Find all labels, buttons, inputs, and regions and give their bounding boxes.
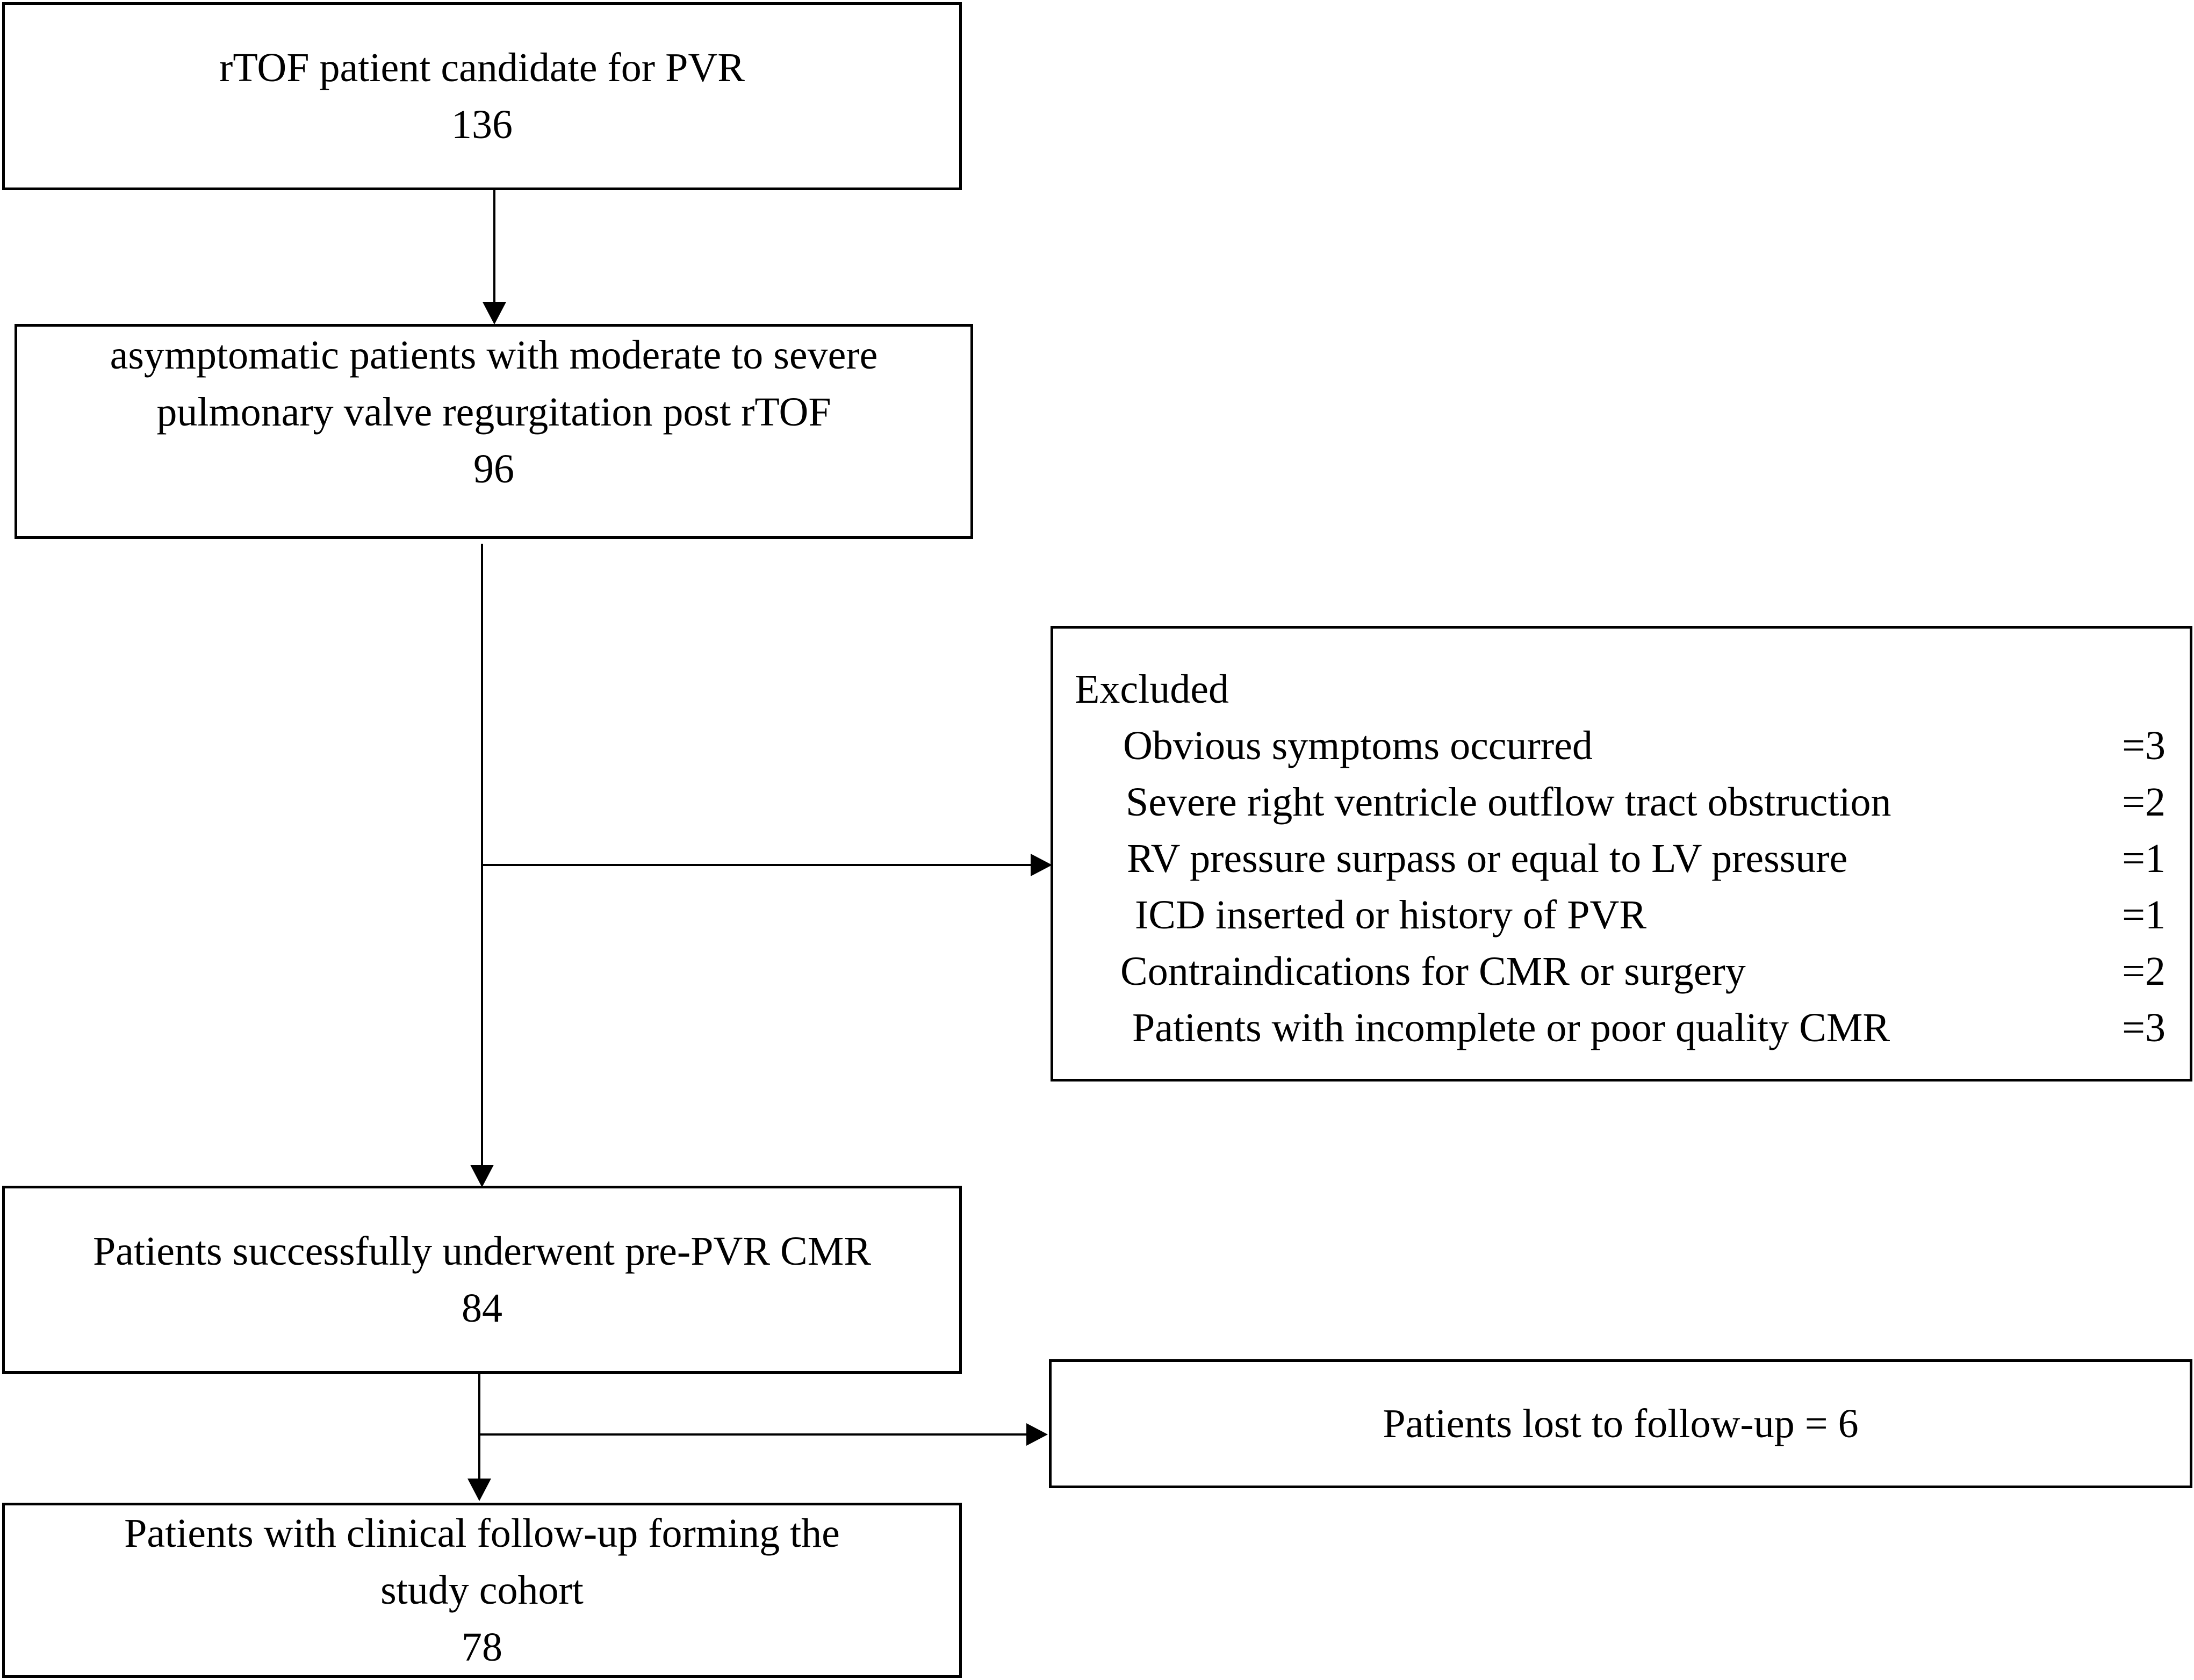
excluded-count-4: =1: [2122, 892, 2166, 938]
asymptomatic-count: 96: [473, 446, 514, 492]
excluded-count-6: =3: [2122, 1005, 2166, 1050]
candidates-box: rTOF patient candidate for PVR 136: [2, 2, 962, 190]
excluded-count-3: =1: [2122, 836, 2166, 881]
arrowhead-asymptomatic: [483, 302, 506, 325]
candidates-count: 136: [451, 102, 513, 147]
excluded-reason-4: ICD inserted or history of PVR: [1135, 892, 1647, 938]
arrowhead-cmr: [470, 1165, 494, 1187]
asymptomatic-line2: pulmonary valve regurgitation post rTOF: [156, 390, 831, 435]
cmr-label: Patients successfully underwent pre-PVR …: [92, 1229, 872, 1274]
excluded-count-1: =3: [2122, 723, 2166, 768]
excluded-reason-6: Patients with incomplete or poor quality…: [1132, 1005, 1890, 1050]
cohort-count: 78: [462, 1625, 502, 1670]
arrowhead-excluded: [1031, 854, 1052, 876]
excluded-reason-1: Obvious symptoms occurred: [1123, 723, 1593, 768]
excluded-reason-3: RV pressure surpass or equal to LV press…: [1127, 836, 1848, 881]
candidates-label: rTOF patient candidate for PVR: [219, 45, 745, 90]
excluded-box: Excluded Obvious symptoms occurred =3 Se…: [1051, 626, 2192, 1081]
cohort-line2: study cohort: [380, 1568, 584, 1613]
arrowhead-lost: [1026, 1423, 1048, 1446]
cohort-line1: Patients with clinical follow-up forming…: [124, 1511, 840, 1556]
excluded-count-5: =2: [2122, 949, 2166, 994]
cmr-count: 84: [462, 1286, 502, 1331]
cmr-box: Patients successfully underwent pre-PVR …: [2, 1186, 962, 1374]
excluded-count-2: =2: [2122, 780, 2166, 825]
lost-label: Patients lost to follow-up = 6: [1383, 1401, 1859, 1446]
excluded-title: Excluded: [1075, 667, 1229, 712]
lost-box: Patients lost to follow-up = 6: [1049, 1359, 2192, 1488]
asymptomatic-box: asymptomatic patients with moderate to s…: [15, 324, 973, 539]
excluded-reason-5: Contraindications for CMR or surgery: [1120, 949, 1746, 994]
asymptomatic-line1: asymptomatic patients with moderate to s…: [110, 333, 878, 378]
cohort-box: Patients with clinical follow-up forming…: [2, 1503, 962, 1678]
excluded-reason-2: Severe right ventricle outflow tract obs…: [1126, 780, 1891, 825]
arrowhead-cohort: [467, 1479, 491, 1501]
